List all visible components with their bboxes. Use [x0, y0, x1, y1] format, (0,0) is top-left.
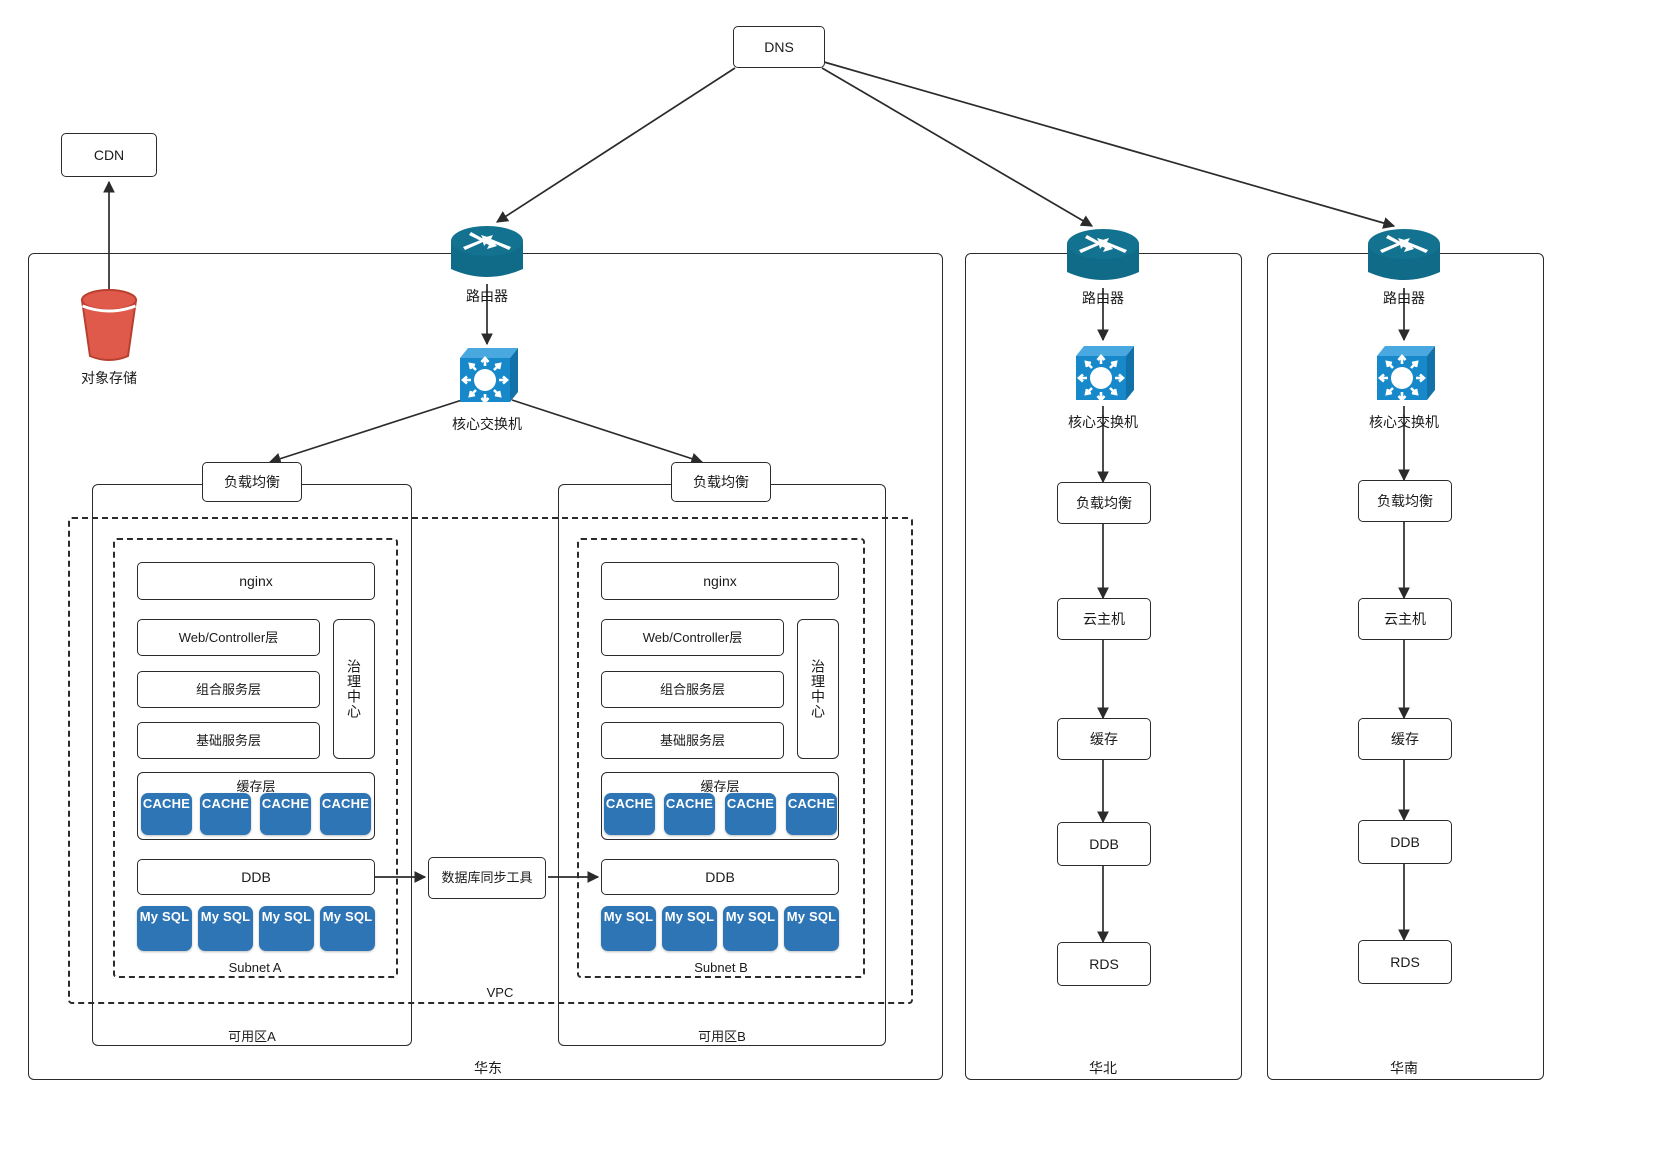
load-balancer-north[interactable]: 负载均衡	[1057, 482, 1151, 524]
cloud-host-south[interactable]: 云主机	[1358, 598, 1452, 640]
composite-service-layer-zone-a[interactable]: 组合服务层	[137, 671, 320, 708]
ddb-south[interactable]: DDB	[1358, 820, 1452, 864]
mysql-node-a-3[interactable]: My SQL	[259, 906, 314, 951]
cache-node-b-2[interactable]: CACHE	[664, 793, 715, 835]
core-switch-label-north: 核心交换机	[1068, 414, 1138, 430]
governance-center-zone-a[interactable]: 治理中心	[333, 619, 375, 759]
load-balancer-south[interactable]: 负载均衡	[1358, 480, 1452, 522]
cdn-node[interactable]: CDN	[61, 133, 157, 177]
vpc-boundary	[68, 517, 913, 1004]
cache-node-a-3[interactable]: CACHE	[260, 793, 311, 835]
cloud-host-north[interactable]: 云主机	[1057, 598, 1151, 640]
nginx-zone-a[interactable]: nginx	[137, 562, 375, 600]
dns-node[interactable]: DNS	[733, 26, 825, 68]
ddb-north[interactable]: DDB	[1057, 822, 1151, 866]
core-switch-label-south: 核心交换机	[1369, 414, 1439, 430]
cache-layer-title-a: 缓存层	[236, 779, 276, 794]
load-balancer-zone-b[interactable]: 负载均衡	[671, 462, 771, 502]
mysql-node-a-1[interactable]: My SQL	[137, 906, 192, 951]
cache-node-b-1[interactable]: CACHE	[604, 793, 655, 835]
region-label-east: 华东	[474, 1060, 502, 1076]
mysql-node-b-1[interactable]: My SQL	[601, 906, 656, 951]
cache-node-a-1[interactable]: CACHE	[141, 793, 192, 835]
core-switch-label-east: 核心交换机	[452, 416, 522, 432]
nginx-zone-b[interactable]: nginx	[601, 562, 839, 600]
router-icon-east[interactable]	[449, 225, 525, 285]
web-controller-layer-zone-b[interactable]: Web/Controller层	[601, 619, 784, 656]
mysql-node-b-4[interactable]: My SQL	[784, 906, 839, 951]
mysql-node-a-2[interactable]: My SQL	[198, 906, 253, 951]
db-sync-tool[interactable]: 数据库同步工具	[428, 857, 546, 899]
cache-node-a-2[interactable]: CACHE	[200, 793, 251, 835]
cache-layer-title-b: 缓存层	[700, 779, 740, 794]
core-switch-icon-south[interactable]	[1371, 342, 1437, 404]
ddb-zone-b[interactable]: DDB	[601, 859, 839, 895]
subnet-a-boundary	[113, 538, 398, 978]
governance-center-label-b: 治理中心	[810, 659, 827, 719]
basic-service-layer-zone-b[interactable]: 基础服务层	[601, 722, 784, 759]
object-storage-bucket-icon[interactable]	[72, 284, 146, 364]
router-label-east: 路由器	[466, 288, 508, 304]
cache-node-a-4[interactable]: CACHE	[320, 793, 371, 835]
vpc-label: VPC	[486, 985, 514, 1000]
subnet-b-boundary	[577, 538, 865, 978]
router-label-north: 路由器	[1082, 290, 1124, 306]
mysql-node-a-4[interactable]: My SQL	[320, 906, 375, 951]
basic-service-layer-zone-a[interactable]: 基础服务层	[137, 722, 320, 759]
governance-center-zone-b[interactable]: 治理中心	[797, 619, 839, 759]
mysql-node-b-2[interactable]: My SQL	[662, 906, 717, 951]
object-storage-label: 对象存储	[81, 370, 137, 386]
rds-south[interactable]: RDS	[1358, 940, 1452, 984]
region-label-south: 华南	[1390, 1060, 1418, 1076]
cache-node-b-3[interactable]: CACHE	[725, 793, 776, 835]
core-switch-icon-east[interactable]	[454, 344, 520, 406]
cache-node-b-4[interactable]: CACHE	[786, 793, 837, 835]
composite-service-layer-zone-b[interactable]: 组合服务层	[601, 671, 784, 708]
cache-layer-zone-b	[601, 772, 839, 840]
router-icon-south[interactable]	[1366, 228, 1442, 288]
router-icon-north[interactable]	[1065, 228, 1141, 288]
availability-zone-b-label: 可用区B	[698, 1029, 746, 1044]
cache-layer-zone-a	[137, 772, 375, 840]
subnet-a-label: Subnet A	[228, 960, 282, 975]
mysql-node-b-3[interactable]: My SQL	[723, 906, 778, 951]
ddb-zone-a[interactable]: DDB	[137, 859, 375, 895]
router-label-south: 路由器	[1383, 290, 1425, 306]
availability-zone-a-label: 可用区A	[228, 1029, 276, 1044]
cache-south[interactable]: 缓存	[1358, 718, 1452, 760]
cache-north[interactable]: 缓存	[1057, 718, 1151, 760]
region-label-north: 华北	[1089, 1060, 1117, 1076]
web-controller-layer-zone-a[interactable]: Web/Controller层	[137, 619, 320, 656]
subnet-b-label: Subnet B	[694, 960, 748, 975]
governance-center-label-a: 治理中心	[346, 659, 363, 719]
load-balancer-zone-a[interactable]: 负载均衡	[202, 462, 302, 502]
rds-north[interactable]: RDS	[1057, 942, 1151, 986]
core-switch-icon-north[interactable]	[1070, 342, 1136, 404]
